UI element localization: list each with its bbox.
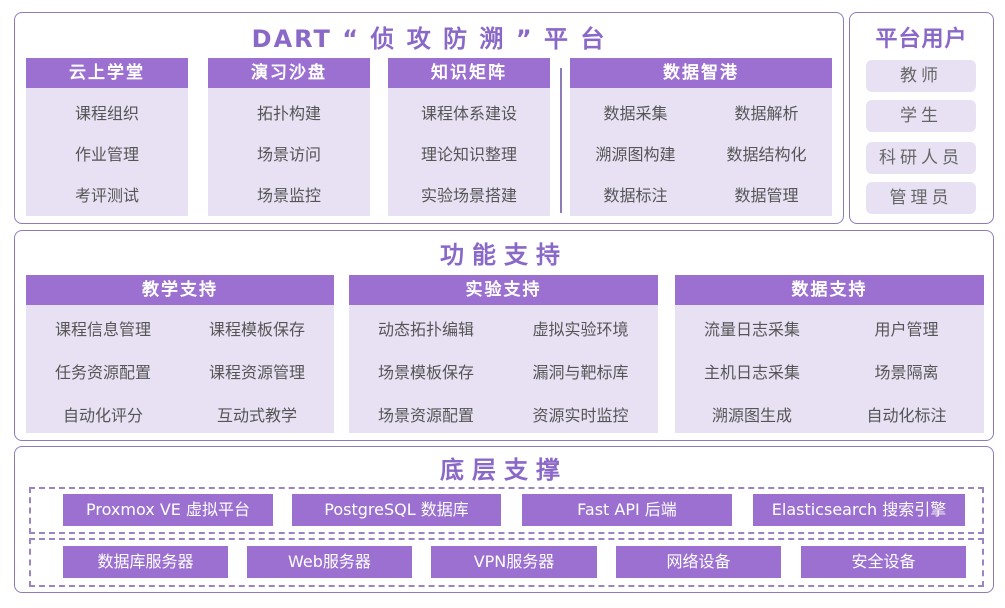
user-student: 学生 <box>866 100 976 132</box>
module-item: 实验场景搭建 <box>420 186 517 205</box>
group-item: 场景资源配置 <box>377 406 474 425</box>
users-title: 平台用户 <box>875 27 968 52</box>
infra-software-item: Fast API 后端 <box>522 494 732 526</box>
group-header: 实验支持 <box>349 275 658 305</box>
module-item: 溯源图构建 <box>595 145 676 164</box>
module-item: 拓扑构建 <box>256 104 321 123</box>
infra-software-item: PostgreSQL 数据库 <box>292 494 501 526</box>
module-cloud-classroom: 云上学堂 课程组织 作业管理 考评测试 <box>26 58 188 216</box>
group-header: 教学支持 <box>26 275 334 305</box>
user-teacher: 教师 <box>866 60 976 92</box>
module-item: 课程组织 <box>74 104 139 123</box>
group-experiment: 实验支持 动态拓扑编辑 虚拟实验环境 场景模板保存 漏洞与靶标库 场景资源配置 … <box>349 275 658 433</box>
functions-panel: 功能支持 教学支持 课程信息管理 课程模板保存 任务资源配置 课程资源管理 自动… <box>14 230 994 441</box>
module-item: 数据解析 <box>734 104 799 123</box>
group-data: 数据支持 流量日志采集 用户管理 主机日志采集 场景隔离 溯源图生成 自动化标注 <box>675 275 984 433</box>
group-item: 课程资源管理 <box>208 363 305 382</box>
infra-hardware-item: 数据库服务器 <box>63 546 228 578</box>
group-item: 互动式教学 <box>216 406 297 425</box>
infra-panel: 底层支撑 Proxmox VE 虚拟平台 PostgreSQL 数据库 Fast… <box>14 446 994 593</box>
group-item: 任务资源配置 <box>54 363 151 382</box>
group-item: 场景模板保存 <box>377 363 474 382</box>
infra-title: 底层支撑 <box>440 456 568 484</box>
module-item: 场景监控 <box>256 186 321 205</box>
group-item: 溯源图生成 <box>711 406 792 425</box>
module-header: 演习沙盘 <box>208 58 370 88</box>
module-item: 理论知识整理 <box>420 145 517 164</box>
infra-hardware-item: VPN服务器 <box>431 546 597 578</box>
user-admin: 管理员 <box>866 182 976 214</box>
platform-panel: DART “ 侦 攻 防 溯 ” 平 台 云上学堂 课程组织 作业管理 考评测试… <box>14 12 844 224</box>
platform-title: DART “ 侦 攻 防 溯 ” 平 台 <box>251 25 607 53</box>
functions-title: 功能支持 <box>440 241 568 269</box>
group-item: 课程信息管理 <box>54 320 151 339</box>
group-item: 动态拓扑编辑 <box>377 320 474 339</box>
module-header: 知识矩阵 <box>388 58 550 88</box>
module-header: 云上学堂 <box>26 58 188 88</box>
divider <box>560 68 562 213</box>
module-item: 数据结构化 <box>726 145 807 164</box>
group-item: 自动化标注 <box>866 406 947 425</box>
module-item: 作业管理 <box>74 145 139 164</box>
module-item: 场景访问 <box>256 145 321 164</box>
module-item: 课程体系建设 <box>420 104 517 123</box>
module-item: 数据采集 <box>603 104 668 123</box>
group-header: 数据支持 <box>675 275 984 305</box>
user-researcher: 科研人员 <box>866 142 976 174</box>
module-exercise-sandbox: 演习沙盘 拓扑构建 场景访问 场景监控 <box>208 58 370 216</box>
group-item: 漏洞与靶标库 <box>532 363 629 382</box>
infra-hardware-item: Web服务器 <box>247 546 412 578</box>
group-item: 自动化评分 <box>62 406 143 425</box>
module-item: 数据管理 <box>734 186 799 205</box>
group-item: 虚拟实验环境 <box>532 320 629 339</box>
users-panel: 平台用户 教师 学生 科研人员 管理员 <box>849 12 994 224</box>
module-header: 数据智港 <box>570 58 832 88</box>
module-item: 数据标注 <box>603 186 668 205</box>
infra-hardware-item: 网络设备 <box>616 546 781 578</box>
hardware-row: 数据库服务器 Web服务器 VPN服务器 网络设备 安全设备 <box>29 538 984 587</box>
group-item: 资源实时监控 <box>532 406 629 425</box>
group-teaching: 教学支持 课程信息管理 课程模板保存 任务资源配置 课程资源管理 自动化评分 互… <box>26 275 334 433</box>
module-data-harbor: 数据智港 数据采集 数据解析 溯源图构建 数据结构化 数据标注 数据管理 <box>570 58 832 216</box>
group-item: 用户管理 <box>874 320 939 339</box>
group-item: 主机日志采集 <box>703 363 800 382</box>
software-row: Proxmox VE 虚拟平台 PostgreSQL 数据库 Fast API … <box>29 487 984 534</box>
infra-software-item: Elasticsearch 搜索引擎 <box>753 494 965 526</box>
module-knowledge-matrix: 知识矩阵 课程体系建设 理论知识整理 实验场景搭建 <box>388 58 550 216</box>
group-item: 课程模板保存 <box>208 320 305 339</box>
module-item: 考评测试 <box>74 186 139 205</box>
group-item: 场景隔离 <box>874 363 939 382</box>
infra-software-item: Proxmox VE 虚拟平台 <box>63 494 273 526</box>
group-item: 流量日志采集 <box>703 320 800 339</box>
infra-hardware-item: 安全设备 <box>801 546 966 578</box>
